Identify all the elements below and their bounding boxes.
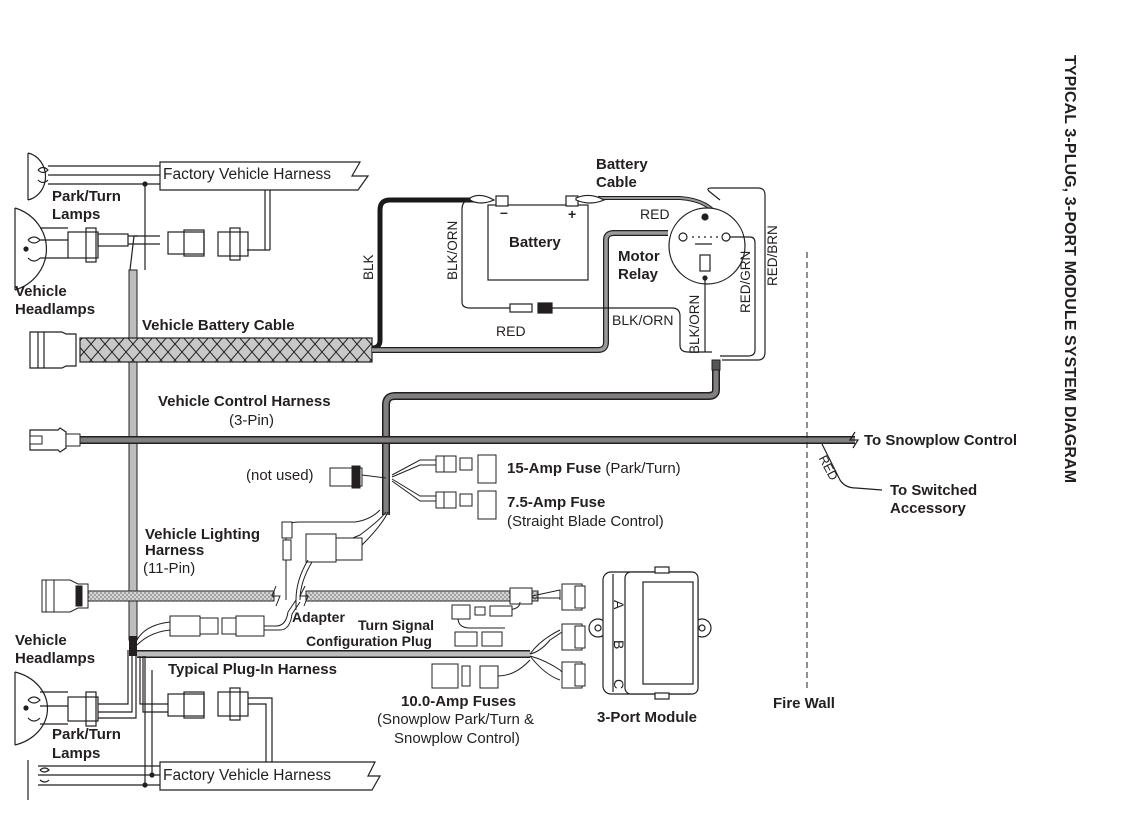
wire-label-red-grn: RED/GRN [738,250,753,313]
fuse-15-amp-title: 15-Amp Fuse [507,460,602,477]
fuses-10-amp-note-2: Snowplow Control) [394,730,520,747]
top-factory-harness-label: Factory Vehicle Harness [163,166,331,183]
inline-fuse-holder [509,302,553,314]
fire-wall-label: Fire Wall [773,695,835,712]
fuse-15-amp-note: (Park/Turn) [605,460,681,477]
not-used-label: (not used) [246,467,314,484]
vehicle-battery-cable-label: Vehicle Battery Cable [142,317,295,334]
wire-label-blk-orn-battery: BLK/ORN [445,220,460,280]
fuse-7-5-amp-note: (Straight Blade Control) [507,513,664,530]
fuse-7-5-amp-title: 7.5-Amp Fuse [507,494,606,511]
bottom-headlamps-label-2: Headlamps [15,650,96,667]
wire-label-blk: BLK [361,254,376,280]
to-snowplow-control-label: To Snowplow Control [864,432,1018,449]
bottom-factory-harness-label: Factory Vehicle Harness [163,767,331,784]
battery-minus-terminal: – [500,204,508,220]
top-park-turn-label-2: Lamps [52,206,101,223]
module-port-a: A [611,600,627,610]
battery-cable-label-1: Battery [596,156,648,173]
lighting-harness-connectors [281,509,389,610]
control-harness-pins: (3-Pin) [229,412,275,429]
blk-battery-wire [371,197,488,351]
to-switched-accessory-label-2: Accessory [890,500,966,517]
fuses-10-amp-title: 10.0-Amp Fuses [401,693,517,710]
motor-relay [668,207,746,285]
plug-in-harness-label: Typical Plug-In Harness [168,661,337,678]
vehicle-control-harness [29,359,860,515]
module-port-b: B [611,640,627,650]
vehicle-battery-cable [29,331,373,369]
battery-label: Battery [509,234,561,251]
fuse-15-amp-label: 15-Amp Fuse (Park/Turn) [507,460,681,478]
wire-label-blk-orn-relay-vertical: BLK/ORN [687,294,702,354]
turn-signal-plug-label-2: Configuration Plug [306,633,432,649]
top-headlamps-label-2: Headlamps [15,301,96,318]
battery [469,194,606,281]
wire-label-blk-orn-relay: BLK/ORN [612,312,674,328]
blk-orn-battery-wire [461,199,510,309]
bottom-headlamp [14,650,273,800]
lighting-harness-11pin [41,579,539,613]
wire-label-red-brn: RED/BRN [765,225,780,286]
motor-relay-label-1: Motor [618,248,660,265]
module-label: 3-Port Module [597,709,697,726]
bottom-park-turn-lamp [38,761,382,791]
battery-plus-terminal: + [568,206,577,222]
bottom-park-turn-label-1: Park/Turn [52,726,121,743]
to-switched-accessory-label-1: To Switched [890,482,978,499]
wire-label-red-top: RED [640,206,670,222]
module-wiring [431,583,586,689]
lighting-harness-label-2: Harness [145,542,205,559]
fuses-10-amp-note-1: (Snowplow Park/Turn & [377,711,535,728]
typical-plug-in-harness [129,636,530,658]
top-headlamps-label-1: Vehicle [15,283,67,300]
lighting-harness-pins: (11-Pin) [143,560,196,577]
diagram-title: TYPICAL 3-PLUG, 3-PORT MODULE SYSTEM DIA… [1061,55,1078,484]
battery-cable-label-2: Cable [596,174,637,191]
wire-label-red-bottom: RED [496,323,526,339]
adapter-label: Adapter [292,609,345,625]
three-port-module [588,566,712,700]
bottom-headlamps-label-1: Vehicle [15,632,67,649]
bottom-park-turn-label-2: Lamps [52,745,101,762]
top-park-turn-label-1: Park/Turn [52,188,121,205]
fuse-branches [329,454,497,520]
control-harness-label: Vehicle Control Harness [158,393,331,410]
red-accessory-wire [821,443,883,491]
lighting-harness-label-1: Vehicle Lighting [145,526,261,543]
adapter-connectors [136,599,301,646]
turn-signal-plug-label-1: Turn Signal [358,617,434,633]
module-port-c: C [611,679,627,690]
top-headlamp [14,207,249,291]
top-park-turn-lamp [27,152,160,201]
top-factory-harness [142,161,370,270]
motor-relay-label-2: Relay [618,266,659,283]
